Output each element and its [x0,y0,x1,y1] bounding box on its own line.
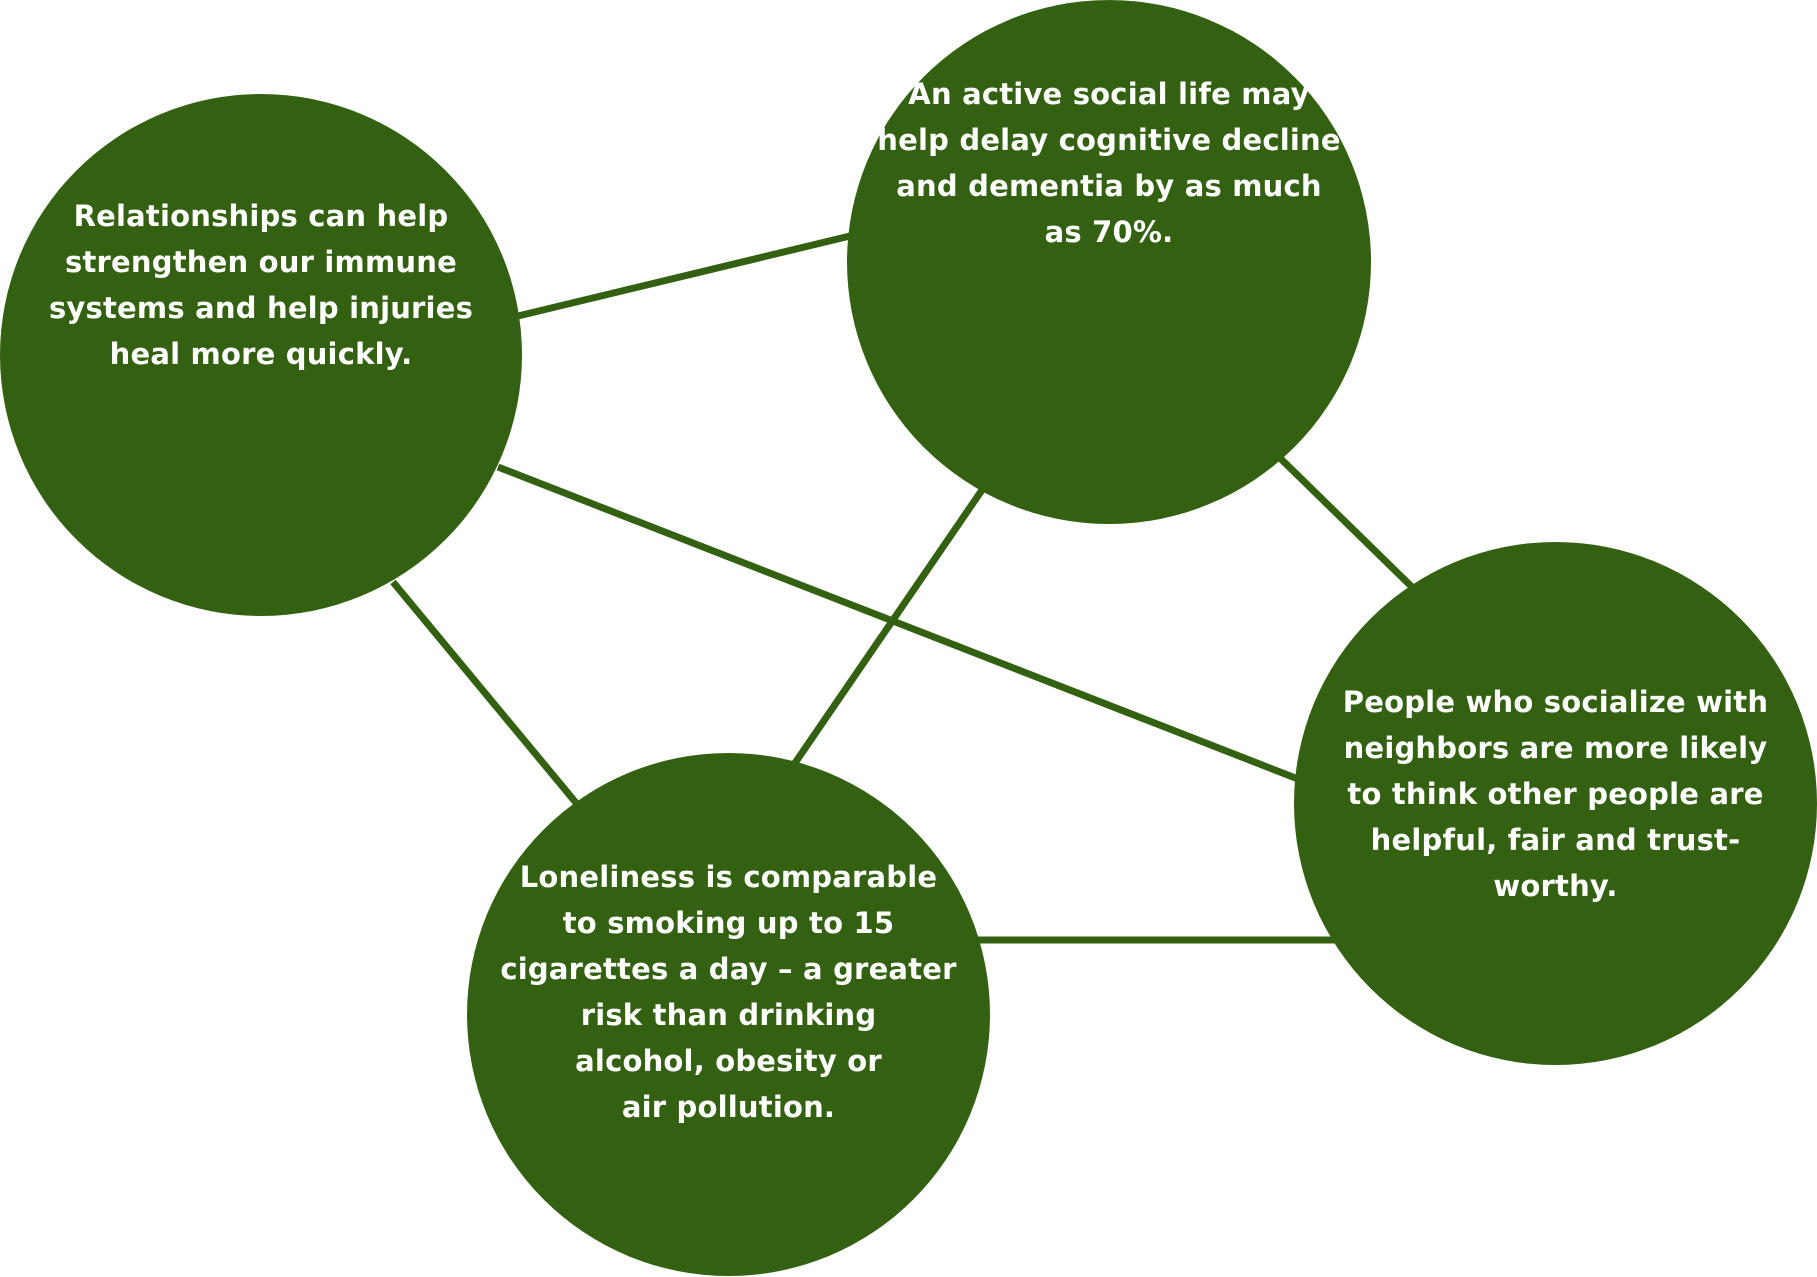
connector-cognitive-loneliness [792,488,985,765]
node-cognitive-decline: An active social life may help delay cog… [847,0,1371,524]
node-immune-text: Relationships can help strengthen our im… [48,199,474,371]
connector-immune-cognitive [517,232,851,320]
node-loneliness-smoking: Loneliness is comparable to smoking up t… [467,753,990,1276]
connector-cognitive-neighbors [1277,455,1415,590]
node-immune-relationships: Relationships can help strengthen our im… [0,94,522,616]
connector-immune-loneliness [390,579,580,807]
node-neighbors-trust: People who socialize with neighbors are … [1294,542,1817,1065]
node-neighbors-text: People who socialize with neighbors are … [1342,684,1769,903]
node-cognitive-text: An active social life may help delay cog… [877,77,1341,249]
node-loneliness-text: Loneliness is comparable to smoking up t… [500,859,957,1124]
connector-immune-neighbors [496,463,1300,783]
